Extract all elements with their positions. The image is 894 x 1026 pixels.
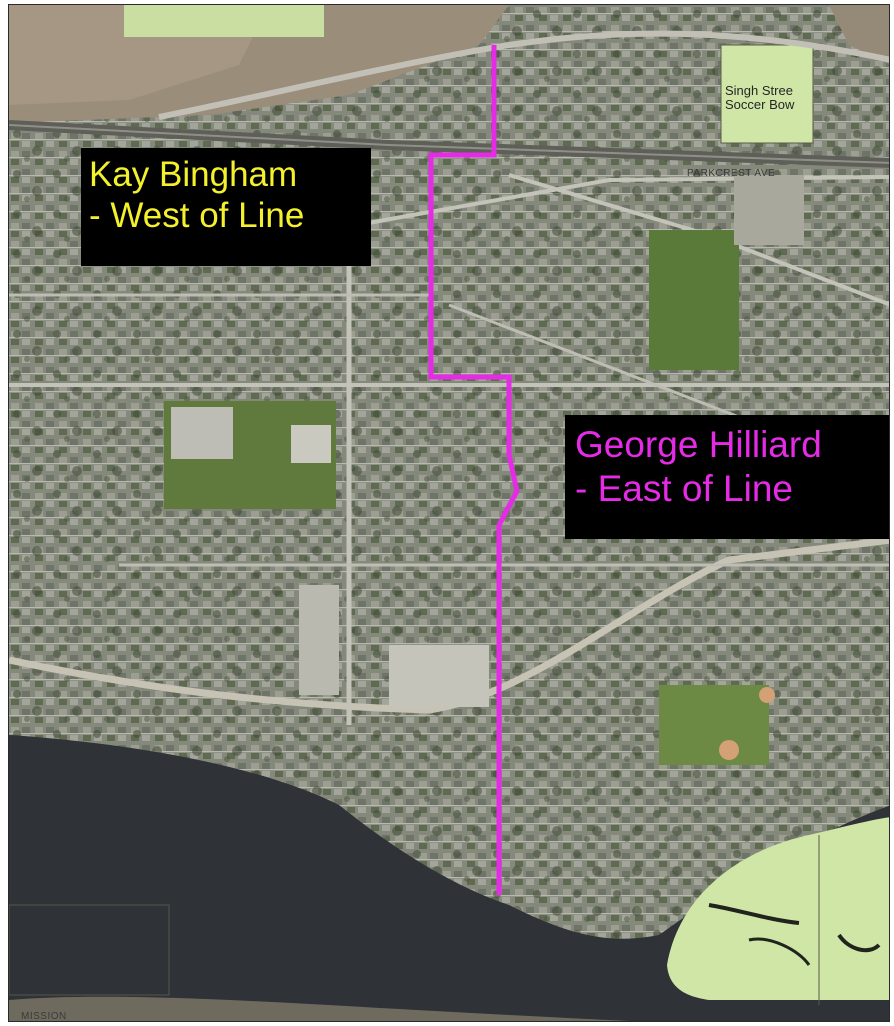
east-label-line1: George Hilliard <box>575 424 822 465</box>
boundary-line <box>428 45 520 895</box>
map-canvas[interactable]: PARKCREST AVE MISSION Singh Stree Soccer… <box>8 4 890 1022</box>
east-area-label: George Hilliard - East of Line <box>565 415 889 539</box>
west-label-line1: Kay Bingham <box>89 155 298 194</box>
street-label-parkcrest: PARKCREST AVE <box>687 168 776 179</box>
east-label-line2: - East of Line <box>575 467 794 509</box>
park-label-line1: Singh Stree <box>725 83 793 98</box>
street-label-mission: MISSION <box>21 1011 67 1022</box>
park-label-singh-street-soccer-bowl: Singh Stree Soccer Bow <box>725 84 794 111</box>
west-label-line2: - West of Line <box>89 196 305 236</box>
park-label-line2: Soccer Bow <box>725 96 795 112</box>
west-area-label: Kay Bingham - West of Line <box>81 148 371 266</box>
